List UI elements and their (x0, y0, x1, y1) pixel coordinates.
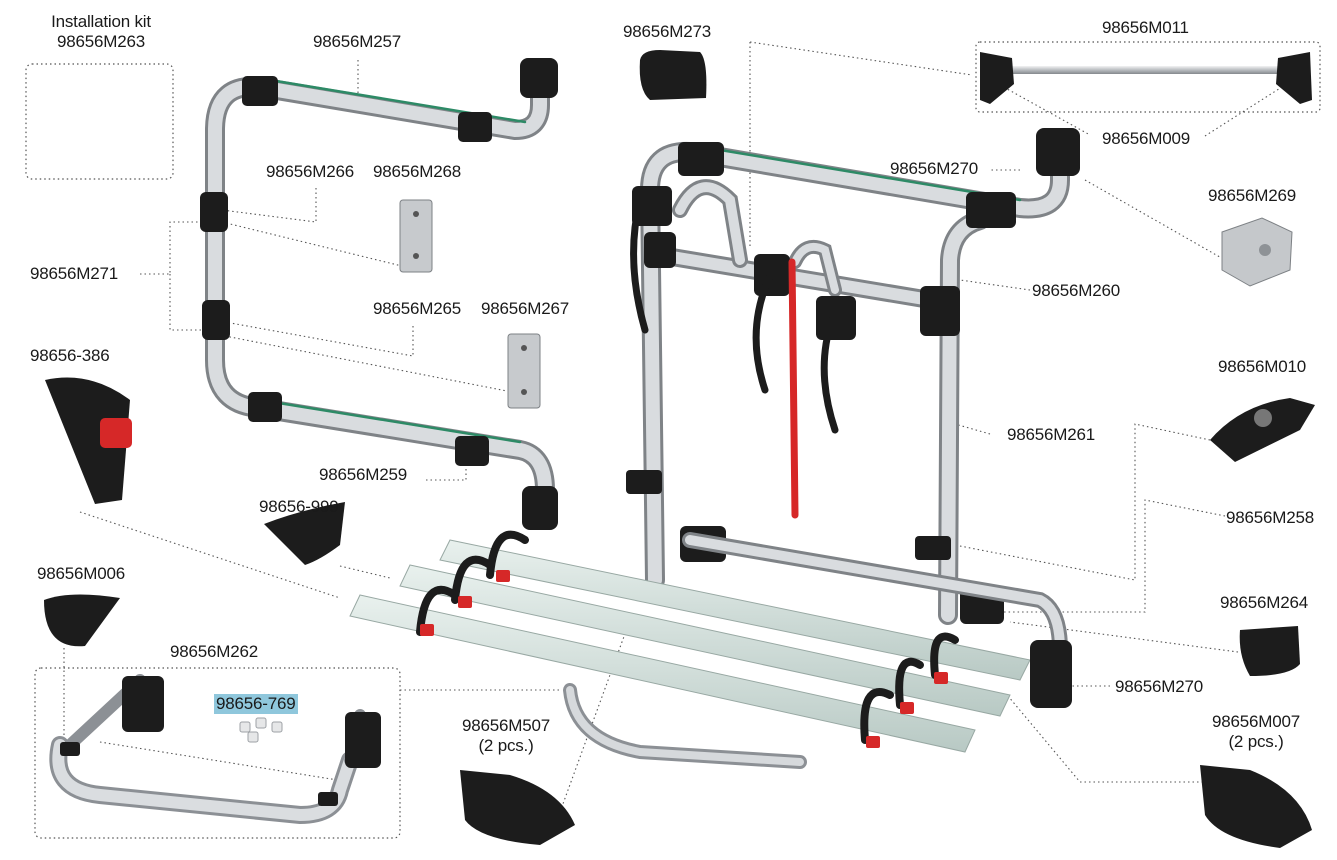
rail-straps (416, 530, 959, 744)
label-m273: 98656M273 (623, 22, 711, 41)
lower-frame-box (34, 667, 401, 839)
holder-m010-hole (1254, 409, 1272, 427)
label-installation-kit: Installation kit 98656M263 (51, 12, 151, 51)
label-m010: 98656M010 (1218, 357, 1306, 376)
caps-98656-769 (239, 717, 283, 743)
cap-m273 (639, 50, 707, 100)
tube-clamp-m269 (1221, 217, 1293, 287)
label-m258: 98656M258 (1226, 508, 1314, 527)
label-m265: 98656M265 (373, 299, 461, 318)
label-m267: 98656M267 (481, 299, 569, 318)
label-m260: 98656M260 (1032, 281, 1120, 300)
label-98656-386: 98656-386 (30, 346, 110, 365)
label-m270-top: 98656M270 (890, 159, 978, 178)
installation-kit-box (25, 63, 174, 180)
frame-straps (630, 196, 839, 434)
label-m261: 98656M261 (1007, 425, 1095, 444)
label-m009: 98656M009 (1102, 129, 1190, 148)
rail-buckles (420, 570, 948, 748)
end-cap-m006 (44, 594, 120, 647)
carrier-clamps (626, 128, 1080, 624)
label-m011: 98656M011 (1102, 18, 1189, 37)
wheel-rails (349, 532, 1072, 769)
label-m007: 98656M007 (2 pcs.) (1212, 712, 1300, 751)
end-cap-m264 (1239, 626, 1300, 676)
mounting-frame-left (205, 68, 555, 500)
bracket-m268 (399, 199, 433, 273)
lower-frame-clamps (60, 676, 381, 806)
label-m269: 98656M269 (1208, 186, 1296, 205)
lower-frame-m262 (49, 674, 366, 825)
label-98656-999: 98656-999 (259, 497, 339, 516)
end-cap-98656-999 (264, 502, 345, 565)
label-m006: 98656M006 (37, 564, 125, 583)
red-strap (788, 258, 799, 519)
label-m270-bottom: 98656M270 (1115, 677, 1203, 696)
label-m262: 98656M262 (170, 642, 258, 661)
label-m264: 98656M264 (1220, 593, 1308, 612)
crossbar-box (975, 41, 1321, 113)
label-m259: 98656M259 (319, 465, 407, 484)
bracket-m267 (507, 333, 541, 409)
crossbar-m011 (980, 52, 1312, 104)
leader-lines (63, 41, 1286, 813)
label-m507: 98656M507 (2 pcs.) (462, 716, 550, 755)
label-m257: 98656M257 (313, 32, 401, 51)
strap-98656-386 (45, 377, 132, 504)
label-98656-769: 98656-769 (214, 694, 298, 714)
foot-m007 (1200, 765, 1312, 848)
foot-m507 (460, 770, 575, 845)
holder-m010 (1210, 398, 1315, 462)
frame-clamps-left (200, 58, 558, 530)
label-m268: 98656M268 (373, 162, 461, 181)
label-m271: 98656M271 (30, 264, 118, 283)
label-m266: 98656M266 (266, 162, 354, 181)
